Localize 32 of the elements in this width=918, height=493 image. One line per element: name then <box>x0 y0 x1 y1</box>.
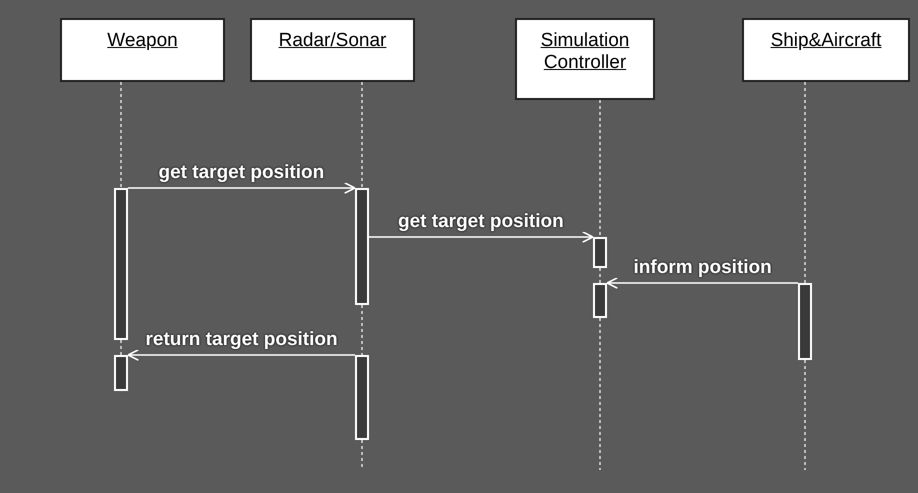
message-arrow <box>369 230 594 244</box>
lifeline-header-box <box>515 18 655 100</box>
lifeline <box>599 100 601 237</box>
lifeline-header-box <box>60 18 225 82</box>
lifeline <box>361 305 363 355</box>
message-label: get target position <box>396 211 566 233</box>
lifeline <box>599 268 601 283</box>
lifeline-header-box <box>742 18 910 82</box>
lifeline <box>804 82 806 283</box>
message-arrow <box>127 348 355 362</box>
lifeline <box>361 82 363 188</box>
lifeline <box>120 82 122 188</box>
lifeline <box>361 440 363 470</box>
message-arrow <box>606 276 798 290</box>
activation-bar <box>114 355 128 391</box>
object-name: Ship&Aircraft <box>770 30 882 52</box>
activation-bar <box>593 237 607 268</box>
object-name: Radar/Sonar <box>278 30 386 52</box>
object-name: Weapon <box>107 30 178 52</box>
lifeline <box>120 340 122 355</box>
object-name: Simulation Controller <box>540 30 630 74</box>
message-label: inform position <box>632 257 774 279</box>
activation-bar <box>798 283 812 360</box>
lifeline <box>804 360 806 470</box>
activation-bar <box>114 188 128 340</box>
activation-bar <box>593 283 607 318</box>
message-label: get target position <box>156 162 326 184</box>
lifeline-header-box <box>250 18 415 82</box>
lifeline <box>599 318 601 470</box>
activation-bar <box>355 355 369 440</box>
message-arrow <box>128 182 356 194</box>
activation-bar <box>355 188 369 305</box>
